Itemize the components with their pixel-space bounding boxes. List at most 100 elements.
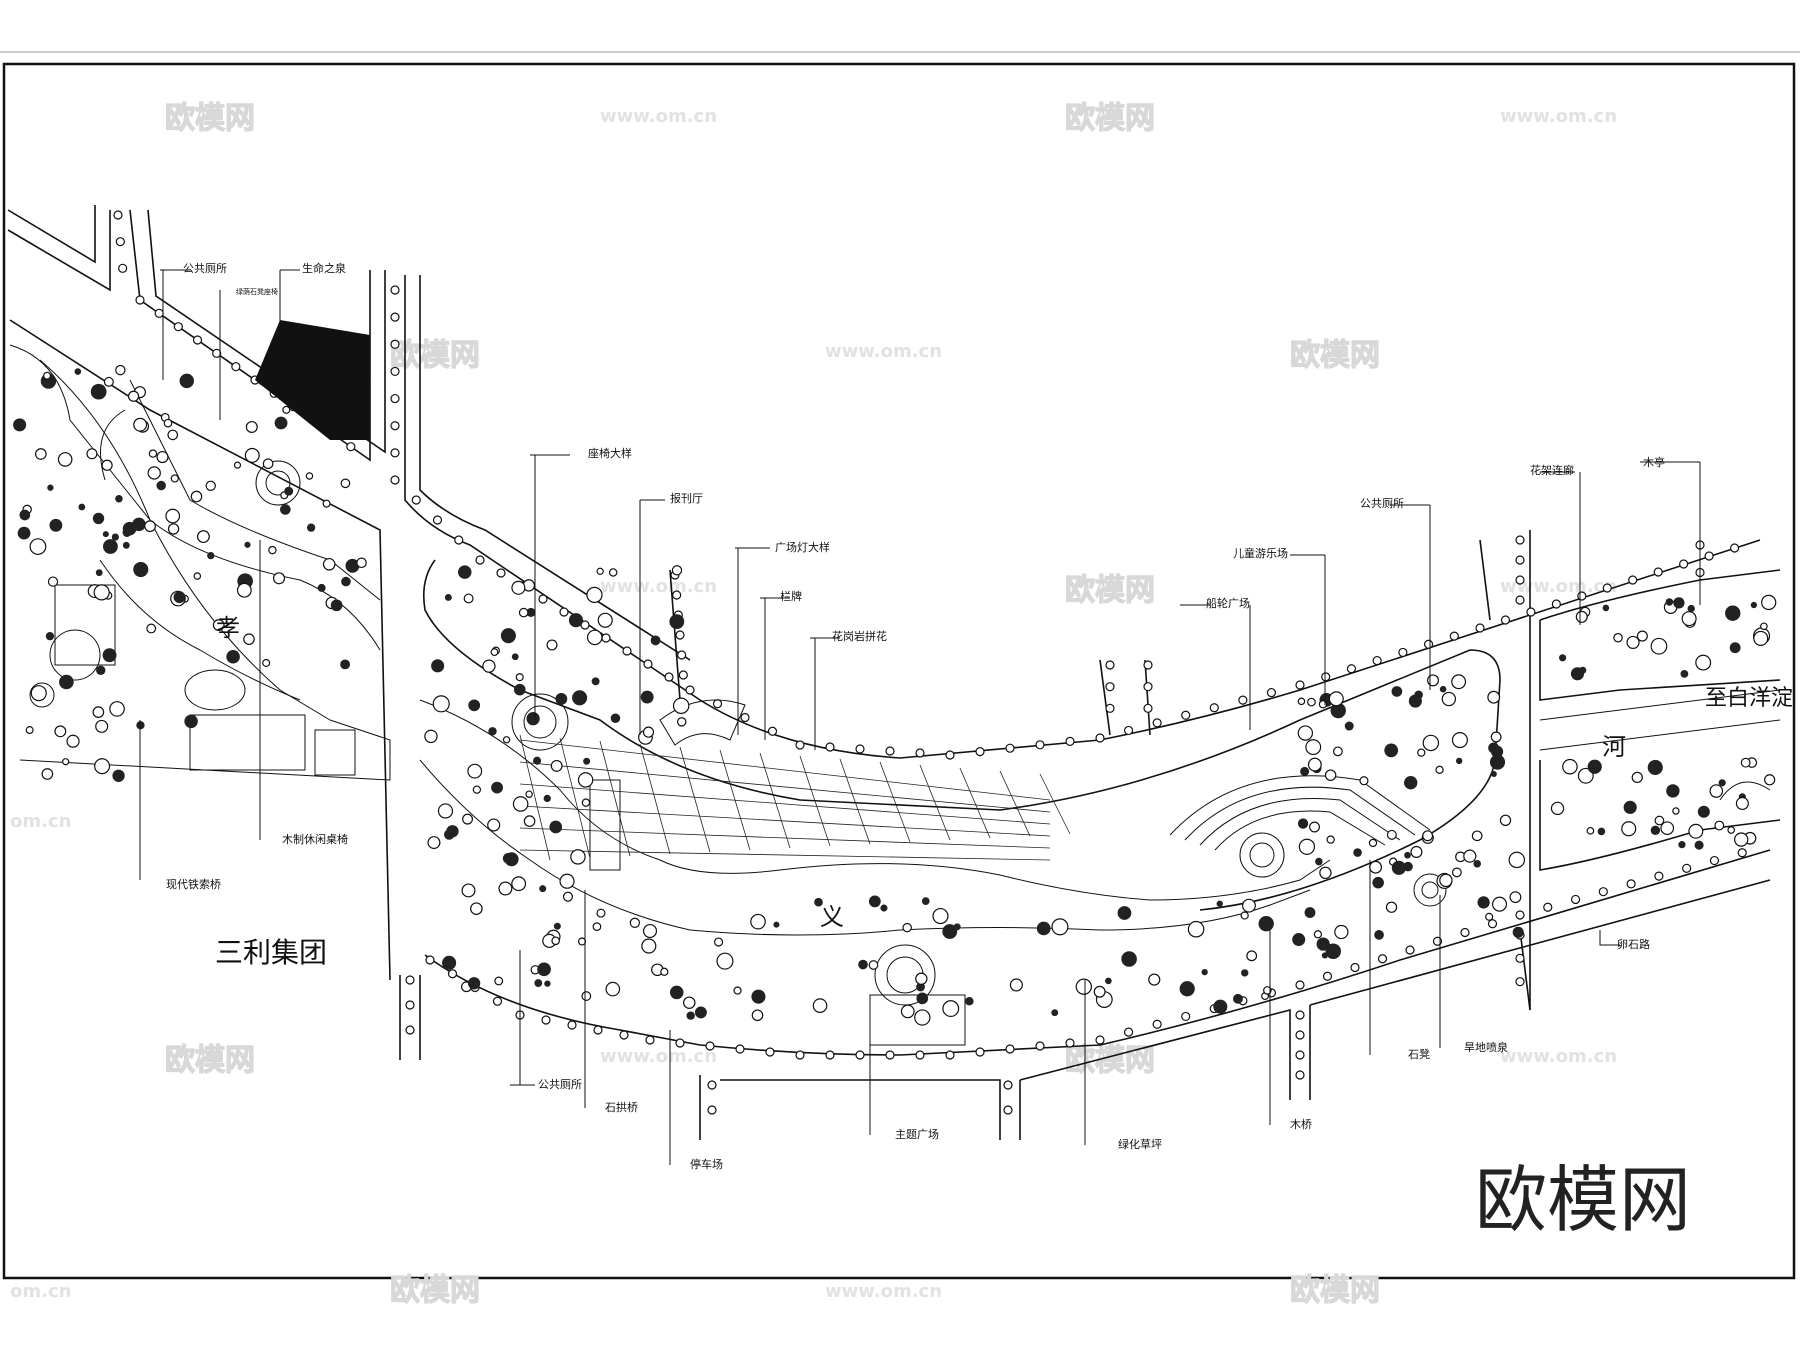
street-tree — [113, 210, 123, 220]
street-tree — [1682, 863, 1692, 873]
street-tree — [390, 421, 400, 431]
tree-symbol — [163, 418, 173, 428]
tree-symbol — [463, 593, 474, 604]
tree-symbol — [245, 420, 258, 433]
watermark-url: www.om.cn — [600, 1046, 717, 1067]
street-tree — [677, 650, 687, 660]
tree-symbol — [1463, 849, 1477, 863]
tree-symbol — [468, 699, 481, 712]
tree-symbol — [103, 539, 118, 554]
tree-symbol — [482, 659, 496, 673]
tree-symbol — [562, 891, 574, 902]
tree-symbol — [115, 364, 126, 376]
label-granite-paving: 花岗岩拼花 — [832, 629, 887, 643]
tree-symbol — [676, 717, 687, 727]
tree-symbol — [592, 922, 602, 931]
tree-symbol — [608, 568, 618, 577]
tree-symbol — [13, 418, 27, 432]
tree-symbol — [1300, 766, 1310, 776]
tree-symbol — [511, 580, 526, 595]
tree-symbol — [41, 768, 54, 780]
label-theme-plaza: 主题广场 — [895, 1127, 939, 1141]
tree-symbol — [205, 480, 216, 492]
tree-symbol — [190, 490, 203, 503]
tree-symbol — [1681, 611, 1697, 627]
street-tree — [425, 955, 435, 965]
tree-symbol — [1240, 911, 1249, 920]
street-tree — [619, 1030, 629, 1040]
tree-symbol — [500, 628, 516, 644]
street-tree — [1181, 1011, 1191, 1022]
tree-symbol — [431, 659, 445, 673]
tree-symbol — [572, 690, 588, 706]
tree-symbol — [932, 907, 949, 925]
life-spring-building — [255, 320, 370, 440]
street-tree — [390, 393, 400, 404]
tree-symbol — [1451, 867, 1462, 878]
street-tree — [1598, 887, 1608, 897]
tree-symbol — [193, 572, 202, 580]
tree-symbol — [596, 908, 606, 918]
street-tree — [1035, 740, 1045, 750]
grid-line — [1039, 773, 1071, 835]
tree-symbol — [1660, 821, 1675, 836]
tree-symbol — [236, 582, 252, 598]
tree-symbol — [54, 725, 67, 738]
street-tree — [390, 339, 400, 349]
stairs — [589, 779, 966, 1046]
grid-line — [919, 764, 951, 841]
street-tree — [1543, 902, 1553, 912]
upper-park-boundary — [422, 559, 1501, 911]
tree-symbol — [1672, 807, 1680, 815]
river-label-mid: 义 — [820, 903, 844, 931]
tree-symbol — [1587, 759, 1602, 774]
tree-symbol — [544, 980, 551, 987]
tree-symbol — [147, 466, 161, 480]
tree-symbol — [25, 726, 34, 735]
tree-symbol — [581, 991, 592, 1002]
label-flower-corridor: 花架连廊 — [1530, 463, 1574, 477]
label-small-text: 绿荫石凳座椅 — [236, 287, 278, 296]
watermark-url: www.om.cn — [825, 341, 942, 362]
tree-symbol — [1761, 594, 1777, 611]
wheel-plaza — [1169, 775, 1431, 878]
tree-symbol — [942, 924, 958, 939]
watermark-brand: 欧模网 — [165, 1043, 255, 1078]
tree-symbol — [1562, 758, 1578, 775]
tree-symbol — [268, 545, 277, 555]
tree-symbol — [1036, 921, 1051, 936]
left-plaza-inner — [265, 470, 291, 496]
radial-plaza — [511, 693, 746, 751]
street-tree — [707, 1105, 717, 1115]
tree-symbol — [1075, 978, 1092, 995]
street-tree — [1095, 733, 1105, 743]
tree-symbol — [543, 794, 551, 803]
street-tree — [1105, 703, 1115, 713]
tree-symbol — [1740, 757, 1751, 768]
label-public-toilet-2: 公共厕所 — [1360, 497, 1404, 510]
street-tree — [1295, 1010, 1305, 1020]
tree-symbol — [1213, 999, 1228, 1014]
tree-symbol — [1344, 721, 1354, 731]
tree-symbol — [1216, 900, 1223, 907]
tree-symbol — [1439, 873, 1453, 888]
grid-line — [519, 739, 1051, 801]
tree-symbol — [345, 558, 360, 573]
street-tree — [118, 263, 128, 273]
leader-lines — [139, 269, 1701, 1165]
street-tree — [405, 1025, 415, 1035]
tree-symbol — [694, 1006, 707, 1019]
tree-symbol — [1636, 630, 1648, 642]
street-tree — [567, 1020, 577, 1030]
tree-symbol — [683, 996, 696, 1009]
tree-symbol — [167, 523, 180, 535]
grid-line — [559, 737, 591, 859]
tree-symbol — [868, 895, 881, 908]
tree-symbol — [1489, 754, 1506, 770]
street-tree — [825, 742, 835, 752]
tree-symbol — [488, 727, 497, 736]
tree-symbol — [551, 936, 560, 946]
tree-symbol — [207, 551, 215, 560]
tree-symbol — [1559, 654, 1567, 662]
